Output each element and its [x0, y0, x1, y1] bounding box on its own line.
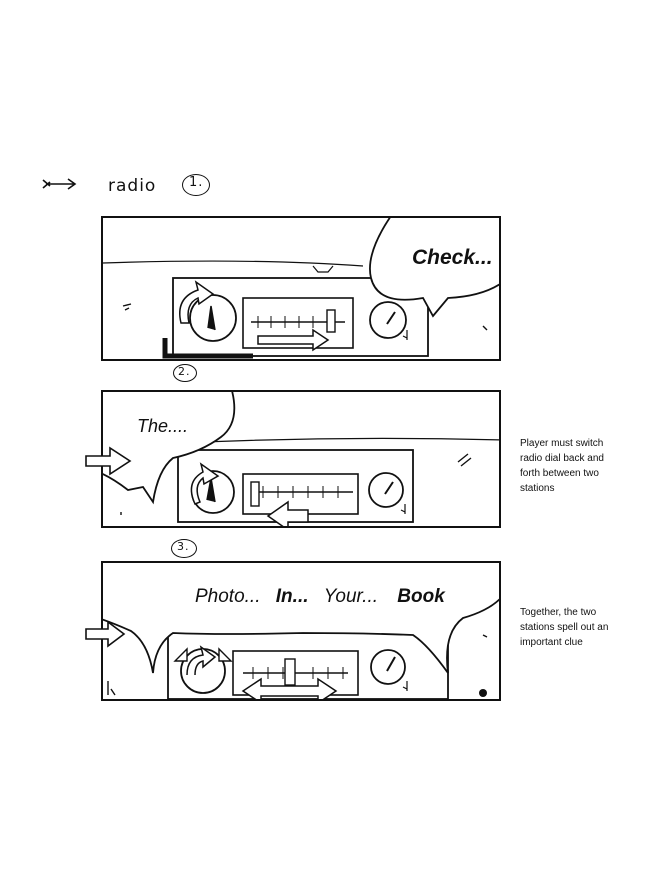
- speech-word-book: Book: [397, 586, 445, 607]
- speech-word-in: In...: [275, 586, 309, 607]
- panel-2-note: Player must switch radio dial back and f…: [520, 438, 604, 494]
- speech-word-photo: Photo...: [195, 586, 261, 607]
- panel-2-arrow-icon: [84, 444, 134, 478]
- panel-3-number: 3.: [177, 540, 190, 553]
- speech-bubble-2-text: The....: [137, 416, 189, 436]
- panel-3-note: Together, the two stations spell out an …: [520, 607, 609, 648]
- arrow-icon: [40, 174, 80, 194]
- storyboard-panel-1: Check...: [101, 216, 501, 361]
- speech-bubble-1-text: Check...: [412, 246, 493, 269]
- panel-3-arrow-icon: [84, 619, 128, 649]
- storyboard-panel-3: Photo... In... Your... Book: [101, 561, 501, 701]
- page-number-circle: 1.: [182, 174, 210, 196]
- speech-bubble-3-text: Photo... In... Your... Book: [195, 586, 445, 608]
- panel-2-number: 2.: [178, 365, 191, 378]
- panel-2-marker: 2.: [173, 364, 197, 382]
- panel-3-marker: 3.: [171, 539, 197, 558]
- page-number: 1.: [189, 175, 204, 190]
- sheet-title: radio: [108, 176, 157, 196]
- storyboard-panel-2: The....: [101, 390, 501, 528]
- speech-word-your: Your...: [323, 586, 379, 607]
